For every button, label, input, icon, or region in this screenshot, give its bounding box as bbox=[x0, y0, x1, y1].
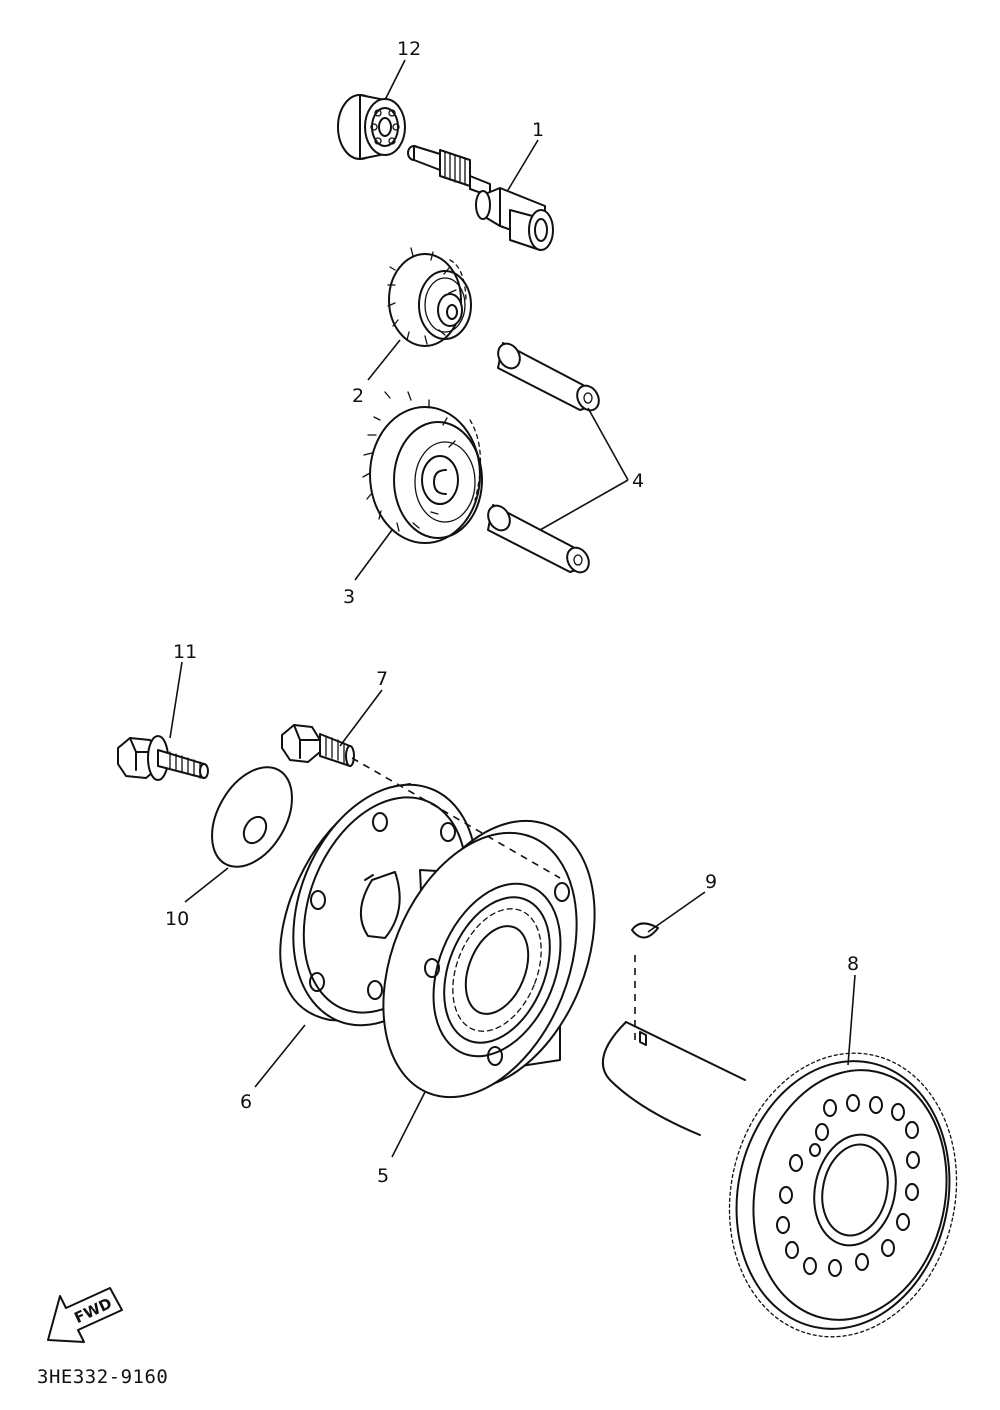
pin-upper-part-4 bbox=[497, 342, 600, 412]
fwd-direction-arrow: FWD bbox=[47, 1287, 123, 1343]
part-label-6: 6 bbox=[240, 1091, 252, 1113]
wheel-gear-part-8 bbox=[728, 1052, 958, 1338]
bolt-part-11 bbox=[117, 735, 209, 781]
part-label-9: 9 bbox=[705, 871, 717, 893]
clutch-housing-part-5 bbox=[382, 819, 596, 1099]
part-label-11: 11 bbox=[173, 641, 197, 663]
part-label-4: 4 bbox=[632, 470, 644, 492]
part-labels: 12 1 2 4 3 11 7 9 10 8 6 5 bbox=[165, 38, 859, 1187]
gear-part-2 bbox=[387, 247, 472, 347]
part-label-3: 3 bbox=[343, 586, 355, 608]
part-label-12: 12 bbox=[397, 38, 421, 60]
leader-lines bbox=[169, 59, 856, 1158]
key-part-9 bbox=[631, 922, 659, 1040]
part-label-10: 10 bbox=[165, 908, 189, 930]
part-label-7: 7 bbox=[376, 668, 388, 690]
bearing-part-12 bbox=[337, 94, 406, 160]
pin-lower-part-4 bbox=[487, 504, 590, 574]
part-label-5: 5 bbox=[377, 1165, 389, 1187]
part-label-2: 2 bbox=[352, 385, 364, 407]
shaft-part-1 bbox=[407, 145, 554, 251]
bolt-part-7 bbox=[281, 724, 355, 767]
drawing-code: 3HE332-9160 bbox=[37, 1366, 168, 1388]
crankshaft-end bbox=[601, 1021, 746, 1136]
part-label-8: 8 bbox=[847, 953, 859, 975]
part-label-1: 1 bbox=[532, 119, 544, 141]
gear-part-3 bbox=[362, 391, 483, 544]
alignment-line bbox=[351, 757, 561, 879]
washer-part-10 bbox=[211, 766, 293, 868]
